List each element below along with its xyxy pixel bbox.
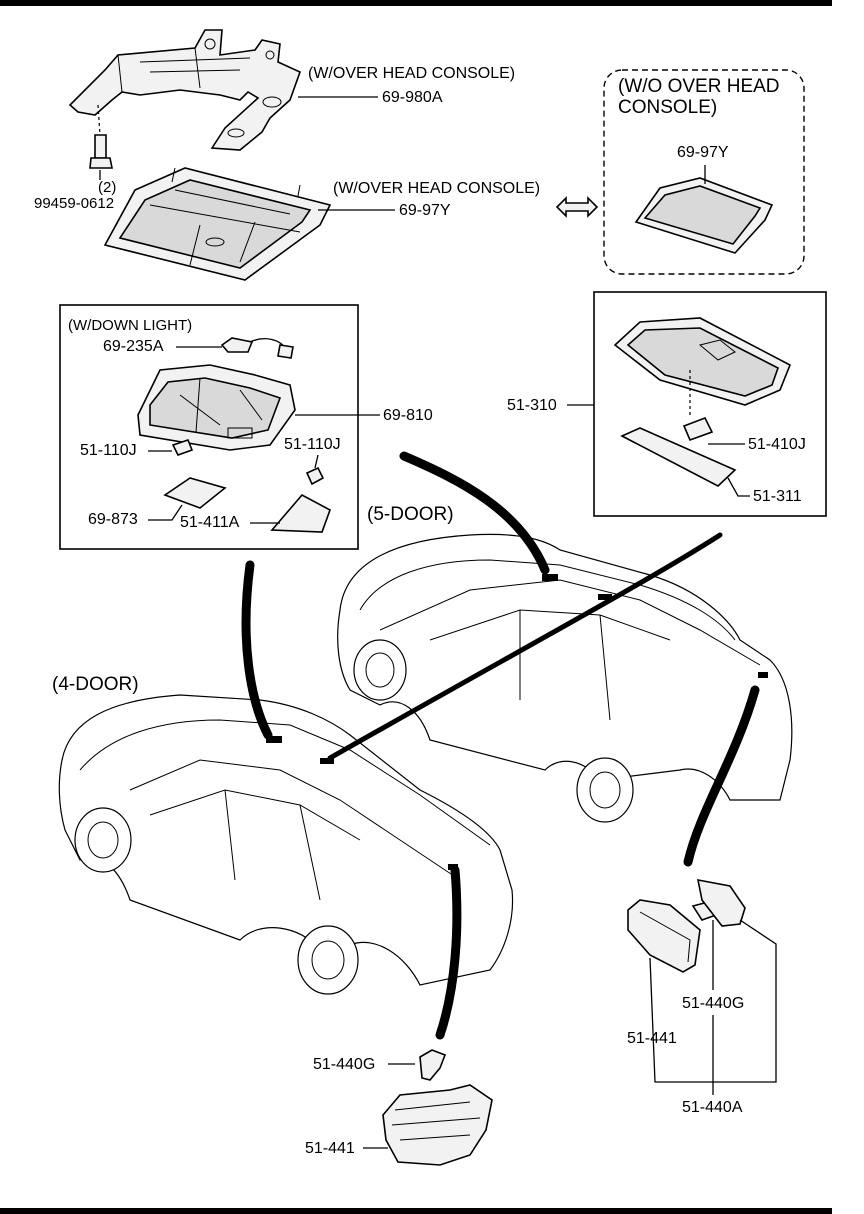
label-51-310: 51-310 xyxy=(507,397,557,414)
label-wover-head-console-1: (W/OVER HEAD CONSOLE) xyxy=(308,65,516,82)
label-51-441-b: 51-441 xyxy=(627,1030,677,1047)
car-5-door xyxy=(337,533,793,823)
room-lamp-4-door xyxy=(363,1049,493,1166)
top-border xyxy=(0,0,832,6)
label-wo-over-head-2: CONSOLE) xyxy=(618,97,718,118)
label-51-440g-b: 51-440G xyxy=(682,995,745,1012)
label-51-440a: 51-440A xyxy=(682,1099,743,1116)
overhead-console-69-97y xyxy=(103,167,395,281)
cargo-lamp-5-door xyxy=(627,878,777,1095)
cargo-lamp-box xyxy=(567,291,827,517)
label-69-980a: 69-980A xyxy=(382,89,443,106)
label-wo-over-head-1: (W/O OVER HEAD xyxy=(618,76,780,97)
label-69-235a: 69-235A xyxy=(103,338,164,355)
label-51-110j-a: 51-110J xyxy=(80,442,137,459)
car-4-door xyxy=(58,694,514,995)
label-51-411a: 51-411A xyxy=(180,514,240,531)
leader-strokes xyxy=(241,451,760,1040)
label-51-441-a: 51-441 xyxy=(305,1140,355,1157)
label-69-873: 69-873 xyxy=(88,511,138,528)
label-wdown-light: (W/DOWN LIGHT) xyxy=(68,317,193,334)
swap-arrow-icon xyxy=(555,196,599,218)
label-69-97y-b: 69-97Y xyxy=(677,144,729,161)
bottom-border xyxy=(0,1208,832,1214)
label-51-410j: 51-410J xyxy=(748,436,806,453)
wo-overhead-console-box xyxy=(603,69,805,275)
label-qty-2: (2) xyxy=(98,179,117,196)
bracket-69-980a xyxy=(68,29,378,151)
bolt-99459-0612 xyxy=(89,104,113,180)
label-5-door: (5-DOOR) xyxy=(367,504,454,525)
label-51-311: 51-311 xyxy=(753,488,802,505)
label-51-110j-b: 51-110J xyxy=(284,436,341,453)
label-wover-head-console-2: (W/OVER HEAD CONSOLE) xyxy=(333,180,541,197)
label-69-810: 69-810 xyxy=(383,407,433,424)
label-4-door: (4-DOOR) xyxy=(52,674,139,695)
map-lamp-box xyxy=(59,304,380,550)
label-69-97y-a: 69-97Y xyxy=(399,202,451,219)
label-51-440g-a: 51-440G xyxy=(313,1056,376,1073)
label-99459-0612: 99459-0612 xyxy=(34,195,115,212)
